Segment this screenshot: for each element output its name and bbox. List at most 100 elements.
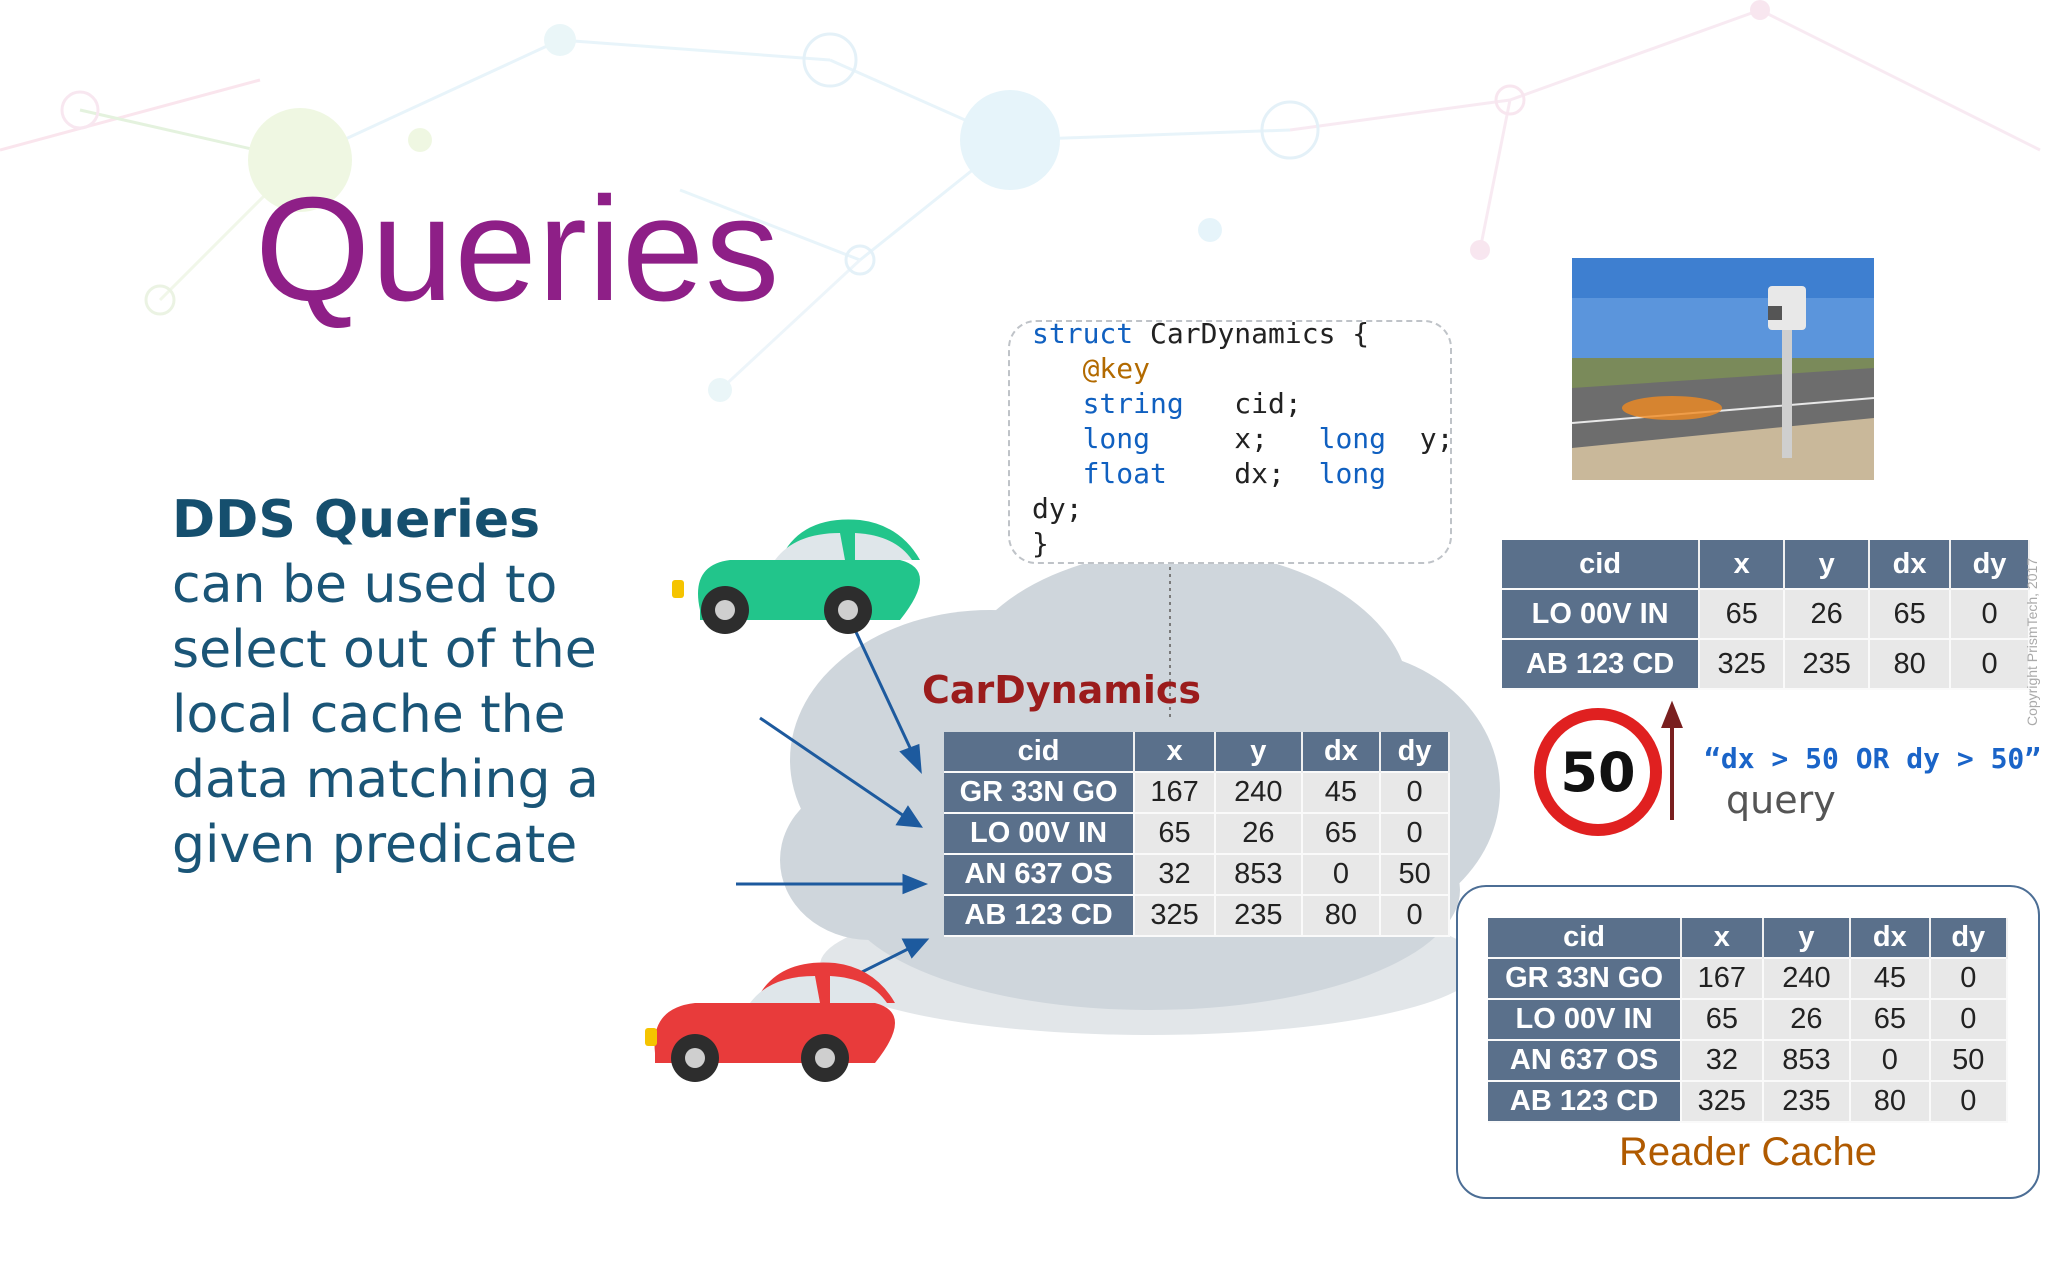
write-arrows (736, 631, 930, 986)
value-cell: 0 (1929, 958, 2009, 999)
value-cell: 0 (1380, 895, 1450, 936)
value-cell: 80 (1850, 1081, 1931, 1122)
topic-label: CarDynamics (922, 668, 1202, 712)
value-cell: 65 (1850, 999, 1931, 1040)
column-header: dy (1380, 732, 1450, 772)
value-cell: 235 (1762, 1081, 1852, 1122)
code-text: cid; (1183, 387, 1302, 420)
value-cell: 45 (1850, 958, 1931, 999)
code-keyword: string (1082, 387, 1184, 420)
value-cell: 240 (1762, 958, 1852, 999)
value-cell: 0 (1950, 589, 2030, 639)
description-heading: DDS Queries (172, 490, 541, 550)
value-cell: 65 (1134, 813, 1216, 854)
code-text: dx; (1166, 457, 1319, 490)
value-cell: 0 (1929, 1081, 2009, 1122)
column-header: x (1681, 918, 1764, 958)
value-cell: 853 (1215, 854, 1303, 895)
column-header: y (1762, 918, 1852, 958)
column-header: dy (1929, 918, 2009, 958)
value-cell: 0 (1950, 639, 2030, 689)
query-label: query (1726, 778, 1836, 822)
value-cell: 32 (1681, 1040, 1764, 1081)
column-header: dy (1950, 540, 2030, 589)
column-header: y (1215, 732, 1303, 772)
value-cell: 235 (1215, 895, 1303, 936)
copyright-note: Copyright PrismTech, 2017 (2024, 557, 2040, 726)
code-text: } (1032, 527, 1049, 560)
key-cell: AB 123 CD (1488, 1081, 1683, 1122)
column-header: cid (1488, 918, 1683, 958)
column-header: cid (944, 732, 1136, 772)
value-cell: 325 (1681, 1081, 1764, 1122)
network-decoration (0, 0, 2041, 402)
idl-code: struct CarDynamics { @key string cid; lo… (1032, 316, 1453, 561)
column-header: x (1699, 540, 1786, 589)
column-header: cid (1502, 540, 1701, 589)
value-cell: 853 (1762, 1040, 1852, 1081)
code-text: CarDynamics { (1133, 317, 1370, 350)
key-cell: LO 00V IN (944, 813, 1136, 854)
value-cell: 50 (1929, 1040, 2009, 1081)
value-cell: 80 (1301, 895, 1382, 936)
value-cell: 0 (1301, 854, 1382, 895)
green-car (672, 519, 920, 634)
column-header: dx (1301, 732, 1382, 772)
code-text: y; (1386, 422, 1454, 455)
column-header: x (1134, 732, 1216, 772)
reader-cache-label: Reader Cache (1619, 1130, 1877, 1174)
code-keyword: long (1082, 422, 1151, 455)
key-cell: LO 00V IN (1502, 589, 1701, 639)
idl-code-box (1008, 320, 1452, 564)
code-annotation: @key (1082, 352, 1151, 385)
column-header: dx (1869, 540, 1952, 589)
key-cell: LO 00V IN (1488, 999, 1683, 1040)
key-cell: AN 637 OS (1488, 1040, 1683, 1081)
key-cell: AB 123 CD (944, 895, 1136, 936)
column-header: y (1784, 540, 1871, 589)
code-keyword: struct (1032, 317, 1134, 350)
key-cell: AN 637 OS (944, 854, 1136, 895)
value-cell: 0 (1380, 813, 1450, 854)
value-cell: 65 (1869, 589, 1952, 639)
value-cell: 325 (1134, 895, 1216, 936)
key-cell: GR 33N GO (1488, 958, 1683, 999)
value-cell: 26 (1784, 589, 1871, 639)
value-cell: 65 (1681, 999, 1764, 1040)
key-cell: GR 33N GO (944, 772, 1136, 813)
speed-limit-sign: 50 (1534, 708, 1662, 836)
description-body: can be used to select out of the local c… (172, 555, 599, 875)
value-cell: 167 (1134, 772, 1216, 813)
query-arrow (1661, 700, 1683, 820)
code-text: dy; (1032, 492, 1083, 525)
value-cell: 235 (1784, 639, 1871, 689)
code-keyword: long (1318, 422, 1387, 455)
value-cell: 80 (1869, 639, 1952, 689)
value-cell: 32 (1134, 854, 1216, 895)
value-cell: 0 (1929, 999, 2009, 1040)
value-cell: 325 (1699, 639, 1786, 689)
speed-camera-photo (1572, 258, 1874, 480)
value-cell: 65 (1699, 589, 1786, 639)
query-expression: “dx > 50 OR dy > 50” (1704, 742, 2042, 775)
value-cell: 45 (1301, 772, 1382, 813)
value-cell: 50 (1380, 854, 1450, 895)
red-car (645, 962, 895, 1082)
description: DDS Queries can be used to select out of… (172, 488, 642, 878)
value-cell: 26 (1762, 999, 1852, 1040)
value-cell: 0 (1850, 1040, 1931, 1081)
slide-title: Queries (255, 167, 781, 332)
value-cell: 240 (1215, 772, 1303, 813)
code-keyword: long (1318, 457, 1387, 490)
